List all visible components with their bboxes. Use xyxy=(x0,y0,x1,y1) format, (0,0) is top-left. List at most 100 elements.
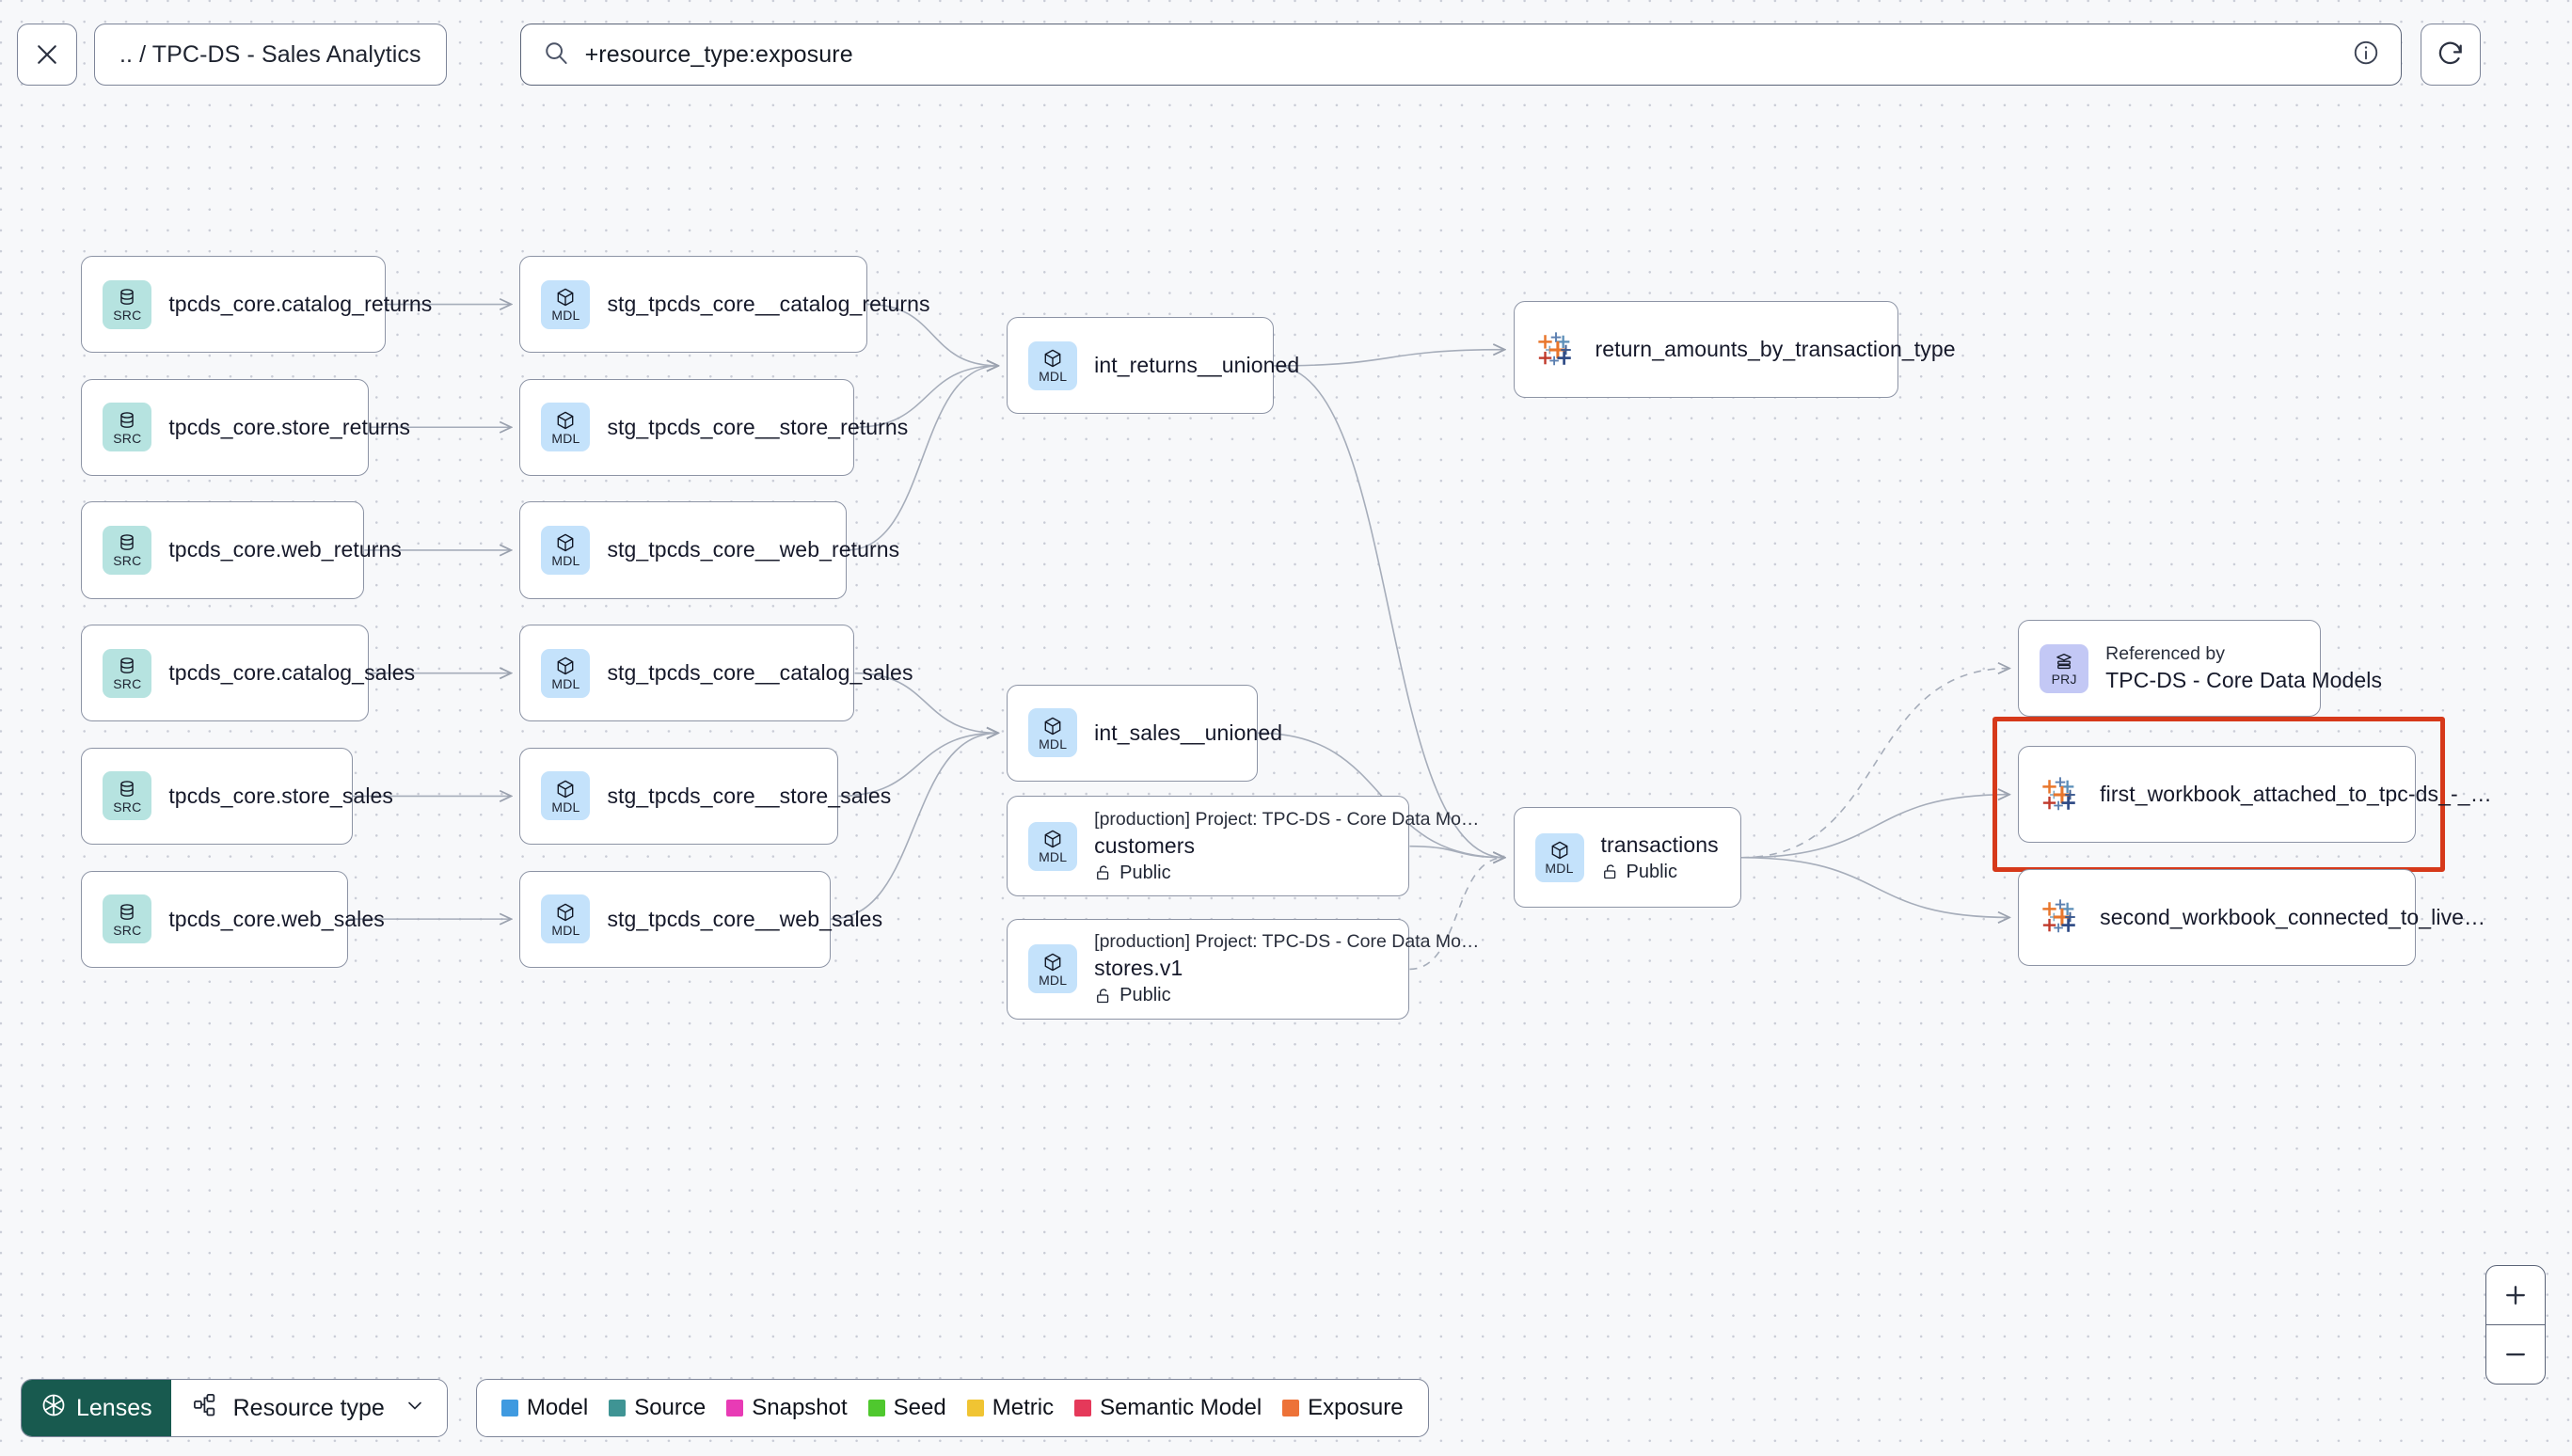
lenses-button[interactable]: Lenses xyxy=(22,1380,171,1436)
resource-type-dropdown[interactable]: Resource type xyxy=(170,1380,447,1436)
model-icon xyxy=(1041,716,1064,736)
source-badge: SRC xyxy=(103,771,152,821)
node-text: [production] Project: TPC-DS - Core Data… xyxy=(1094,809,1479,884)
legend-swatch xyxy=(867,1400,885,1416)
breadcrumb[interactable]: .. / TPC-DS - Sales Analytics xyxy=(94,24,447,86)
node-title: tpcds_core.catalog_returns xyxy=(168,292,433,316)
top-toolbar: .. / TPC-DS - Sales Analytics +resource_… xyxy=(0,0,2572,109)
legend-item-semantic-model[interactable]: Semantic Model xyxy=(1074,1395,1262,1421)
node-text: tpcds_core.catalog_returns xyxy=(168,292,433,317)
refresh-icon xyxy=(2436,38,2466,72)
bottom-toolbar: Lenses Resource type xyxy=(21,1379,1429,1437)
legend-item-snapshot[interactable]: Snapshot xyxy=(726,1395,848,1421)
graph-node-first_workbook[interactable]: first_workbook_attached_to_tpc-ds_-_… xyxy=(2018,746,2492,844)
edge-transactions-to-prj_referenced xyxy=(1741,669,2009,859)
model-badge: MDL xyxy=(1028,944,1078,994)
badge-label: MDL xyxy=(1039,972,1068,988)
info-icon[interactable] xyxy=(2352,39,2380,71)
graph-node-stores_v1[interactable]: MDL [production] Project: TPC-DS - Core D… xyxy=(1007,919,1480,1020)
edge-int_returns_unioned-to-transactions xyxy=(1273,365,1505,858)
breadcrumb-label: .. / TPC-DS - Sales Analytics xyxy=(119,40,421,68)
model-icon xyxy=(554,532,577,553)
badge-label: MDL xyxy=(551,430,580,446)
graph-node-stg_web_returns[interactable]: MDL stg_tpcds_core__web_returns xyxy=(519,501,900,599)
source-badge: SRC xyxy=(103,648,152,698)
node-title: stores.v1 xyxy=(1094,956,1183,981)
tableau-icon xyxy=(2040,896,2081,938)
node-title: stg_tpcds_core__web_returns xyxy=(607,537,900,562)
node-title: tpcds_core.catalog_sales xyxy=(168,660,416,686)
badge-label: MDL xyxy=(551,553,580,569)
source-icon xyxy=(116,410,138,431)
node-title: int_returns__unioned xyxy=(1094,353,1300,378)
node-title: customers xyxy=(1094,832,1196,858)
model-icon xyxy=(554,287,577,308)
legend-swatch xyxy=(966,1400,984,1416)
badge-label: SRC xyxy=(113,430,142,446)
close-button[interactable] xyxy=(17,24,77,86)
model-badge: MDL xyxy=(541,525,591,575)
search-bar[interactable]: +resource_type:exposure xyxy=(519,24,2402,86)
graph-node-src_catalog_sales[interactable]: SRC tpcds_core.catalog_sales xyxy=(81,625,416,722)
node-text: stg_tpcds_core__catalog_returns xyxy=(607,292,930,317)
node-title: stg_tpcds_core__catalog_returns xyxy=(607,292,930,316)
model-badge: MDL xyxy=(1028,708,1078,758)
node-text: stg_tpcds_core__catalog_sales xyxy=(607,660,913,686)
unlock-icon xyxy=(1094,987,1113,1005)
source-icon xyxy=(116,779,138,799)
unlock-icon xyxy=(1601,863,1620,881)
node-visibility: Public xyxy=(1094,985,1408,1006)
nodes-icon xyxy=(192,1392,218,1425)
source-icon xyxy=(116,902,138,923)
tableau-icon xyxy=(1535,329,1577,371)
source-icon xyxy=(116,287,138,308)
legend-swatch xyxy=(1282,1400,1300,1416)
source-icon xyxy=(116,532,138,553)
tableau-icon xyxy=(2040,774,2081,815)
legend-swatch xyxy=(726,1400,744,1416)
node-subtitle: [production] Project: TPC-DS - Core Data… xyxy=(1094,931,1480,953)
node-title: transactions xyxy=(1600,831,1719,857)
badge-label: SRC xyxy=(113,553,142,569)
model-badge: MDL xyxy=(1028,821,1078,871)
node-text: first_workbook_attached_to_tpc-ds_-_… xyxy=(2100,782,2492,807)
node-subtitle: Referenced by xyxy=(2105,643,2225,664)
graph-node-second_workbook[interactable]: second_workbook_connected_to_live… xyxy=(2018,868,2485,966)
legend-label: Source xyxy=(634,1395,707,1420)
node-text: second_workbook_connected_to_live… xyxy=(2100,905,2485,930)
legend-label: Seed xyxy=(893,1395,946,1420)
zoom-in-button[interactable] xyxy=(2486,1266,2545,1324)
legend-item-metric[interactable]: Metric xyxy=(966,1395,1054,1421)
model-icon xyxy=(554,902,577,923)
badge-label: SRC xyxy=(113,799,142,815)
search-input[interactable]: +resource_type:exposure xyxy=(584,40,853,68)
legend-item-source[interactable]: Source xyxy=(609,1395,706,1421)
legend-item-exposure[interactable]: Exposure xyxy=(1282,1395,1404,1421)
legend-item-model[interactable]: Model xyxy=(500,1395,588,1421)
node-visibility: Public xyxy=(1601,862,1719,883)
legend-item-seed[interactable]: Seed xyxy=(867,1395,946,1421)
model-badge: MDL xyxy=(1028,340,1078,390)
graph-node-customers[interactable]: MDL [production] Project: TPC-DS - Core D… xyxy=(1007,796,1479,897)
graph-node-int_returns_unioned[interactable]: MDL int_returns__unioned xyxy=(1007,317,1300,415)
model-badge: MDL xyxy=(541,894,591,944)
node-visibility-label: Public xyxy=(1626,861,1677,882)
zoom-out-button[interactable] xyxy=(2486,1325,2545,1384)
graph-node-return_amounts[interactable]: return_amounts_by_transaction_type xyxy=(1513,301,1956,399)
refresh-button[interactable] xyxy=(2420,24,2481,86)
